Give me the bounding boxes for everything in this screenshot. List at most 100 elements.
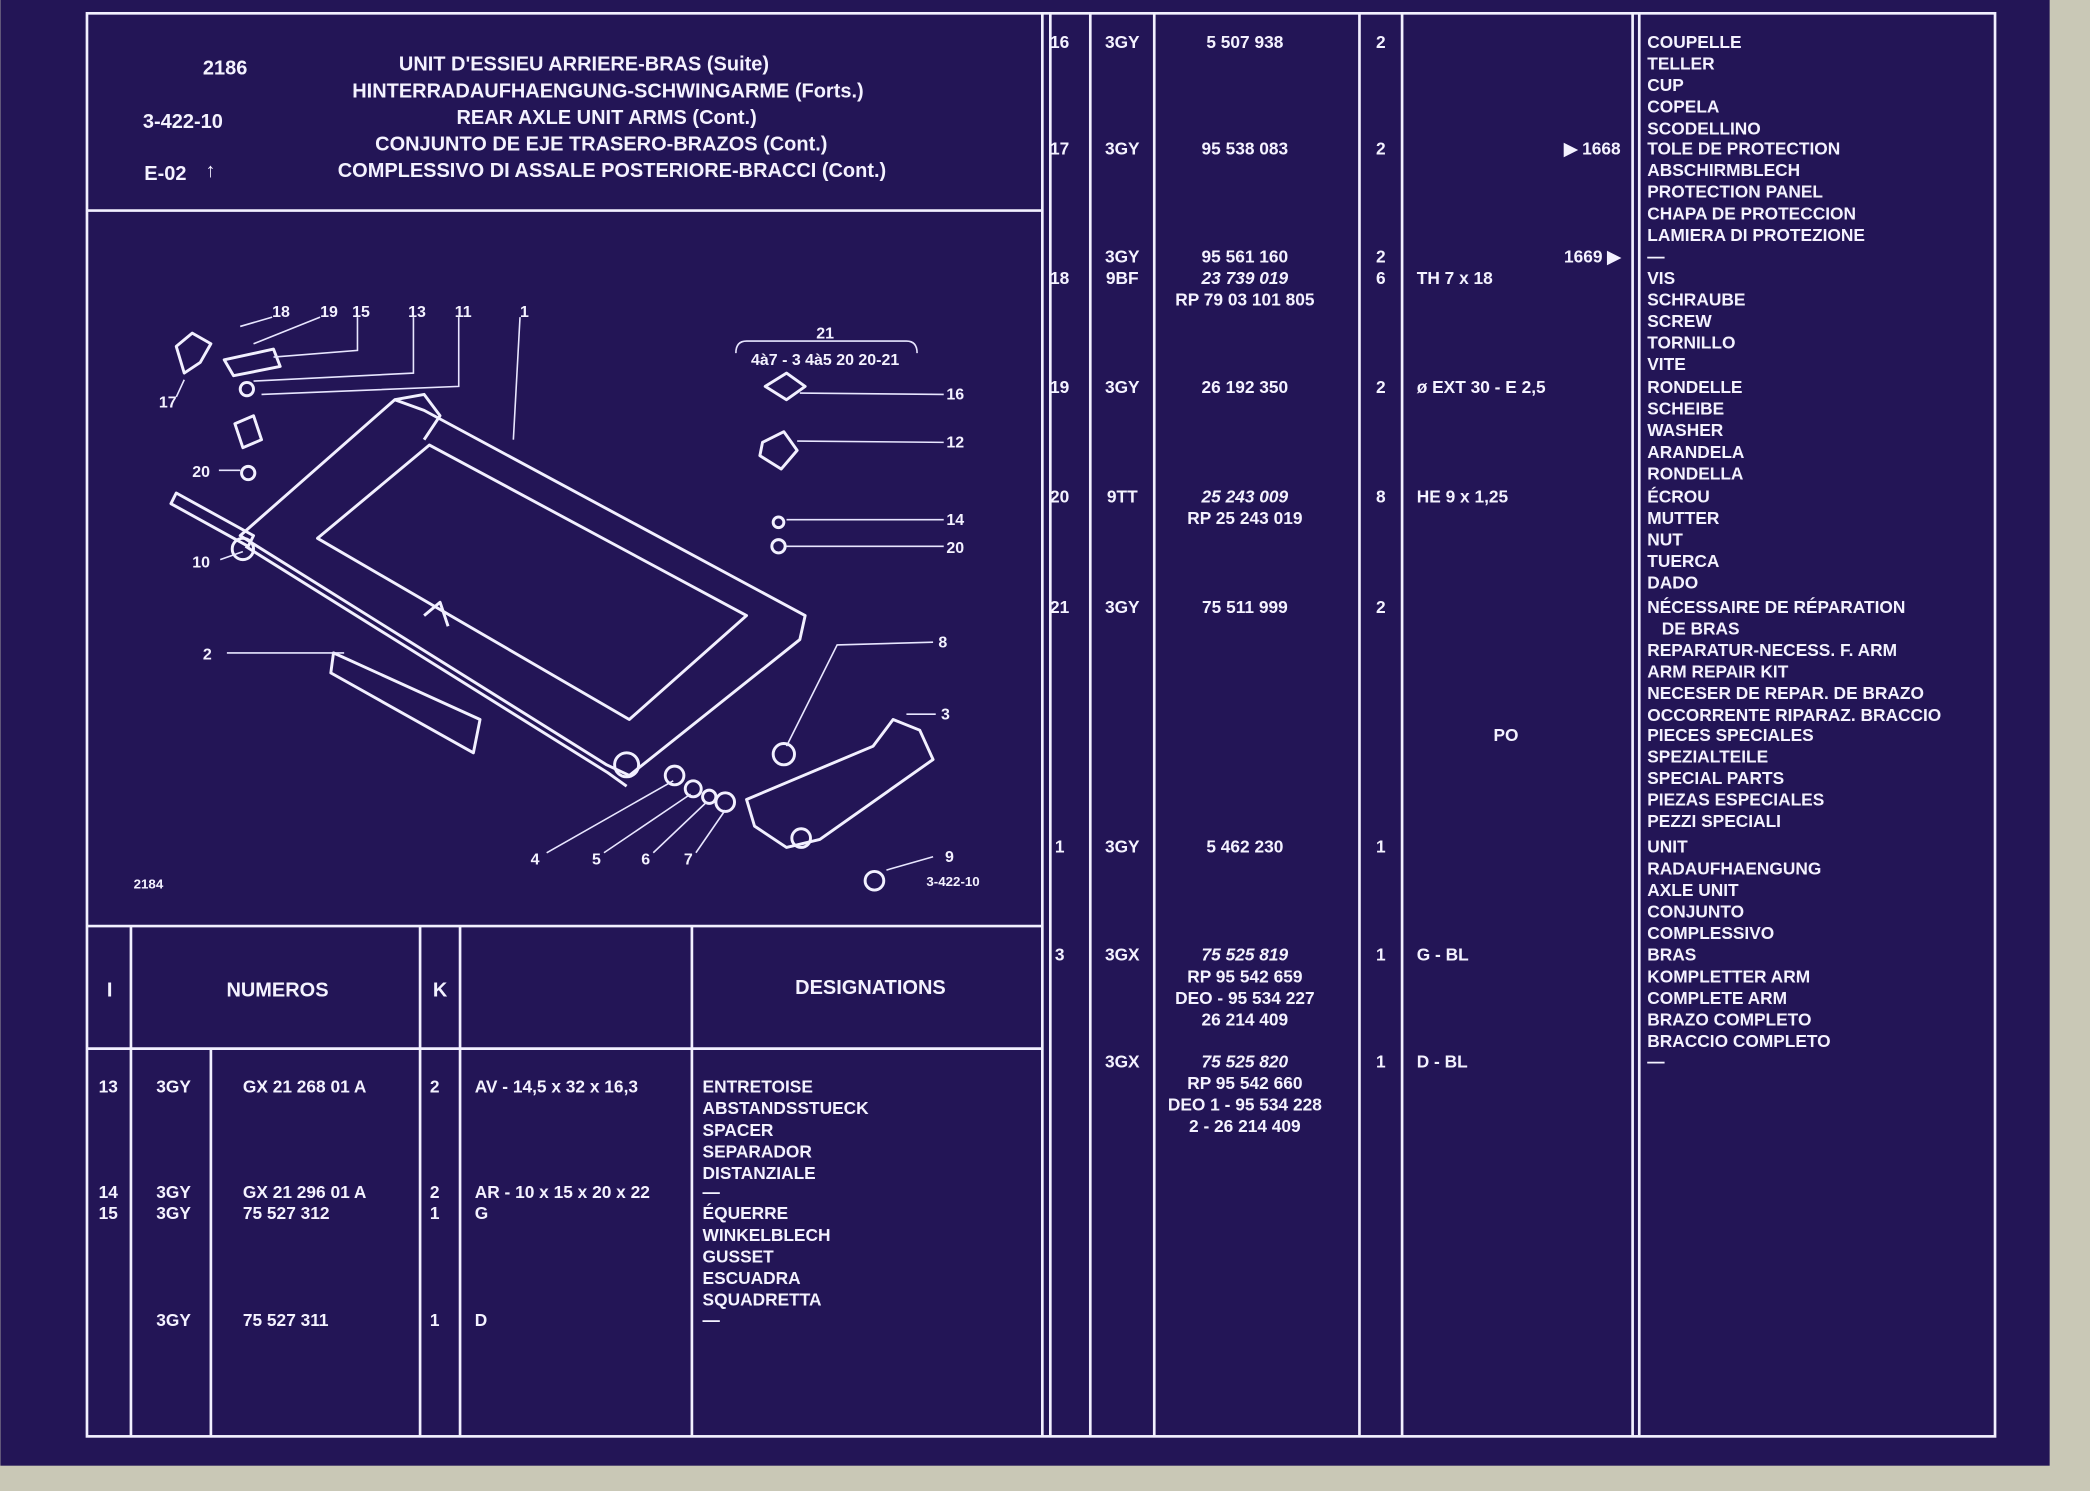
designation-line: OCCORRENTE RIPARAZ. BRACCIO	[1647, 705, 1941, 725]
column-header-numbers: NUMEROS	[226, 980, 328, 1002]
item-ref: 19	[1050, 377, 1069, 397]
item-qty: 1	[430, 1203, 440, 1223]
item-spec: D	[475, 1310, 488, 1330]
callout-4: 4	[531, 852, 540, 869]
designation-line: SPECIAL PARTS	[1647, 768, 1784, 788]
item-spec: AR - 10 x 15 x 20 x 22	[475, 1182, 650, 1202]
designation-line: VIS	[1647, 268, 1675, 288]
part-number: RP 95 542 659	[1187, 966, 1302, 986]
part-number: 26 214 409	[1202, 1009, 1289, 1029]
column-header-designations: DESIGNATIONS	[795, 977, 946, 999]
designation-line: PIEZAS ESPECIALES	[1647, 790, 1824, 810]
item-ref: 20	[1050, 486, 1069, 506]
designation-line: BRACCIO COMPLETO	[1647, 1031, 1830, 1051]
item-qty: 2	[1376, 377, 1386, 397]
designation-line: DADO	[1647, 573, 1698, 593]
item-spec: ø EXT 30 - E 2,5	[1417, 377, 1546, 397]
callout-10: 10	[192, 555, 210, 572]
designation-line: RONDELLE	[1647, 377, 1742, 397]
designation-line: COMPLESSIVO	[1647, 923, 1774, 943]
callout-14: 14	[946, 512, 964, 529]
item-code: 3GY	[156, 1310, 191, 1330]
designation-line: BRAS	[1647, 945, 1696, 965]
item-qty: 2	[1376, 597, 1386, 617]
designation-line: COPELA	[1647, 97, 1720, 117]
item-note: ▶ 1668	[1563, 139, 1621, 159]
designation-line: NÉCESSAIRE DE RÉPARATION	[1647, 597, 1905, 617]
designation-line: REPARATUR-NECESS. F. ARM	[1647, 640, 1897, 660]
callout-16: 16	[946, 387, 964, 404]
arrow-up-icon: ↑	[206, 160, 216, 182]
item-code: 3GY	[156, 1182, 191, 1202]
page-code: 2186	[203, 58, 247, 80]
designation-line: ABSTANDSSTUECK	[703, 1098, 870, 1118]
item-spec: TH 7 x 18	[1417, 268, 1493, 288]
designation-line: VITE	[1647, 354, 1685, 374]
part-number: 5 507 938	[1206, 32, 1283, 52]
item-ref: 1	[1055, 837, 1065, 857]
designation-line: PEZZI SPECIALI	[1647, 811, 1781, 831]
item-qty: 1	[1376, 837, 1386, 857]
item-code: 3GY	[1105, 246, 1140, 266]
part-number: 75 511 999	[1202, 597, 1288, 617]
designation-line: ENTRETOISE	[703, 1077, 813, 1097]
part-number: 95 561 160	[1202, 246, 1289, 266]
item-ref: 15	[99, 1203, 119, 1223]
designation-line: TORNILLO	[1647, 333, 1735, 353]
leader-lines	[175, 316, 944, 871]
designation-line: WINKELBLECH	[703, 1225, 831, 1245]
designation-line: PIECES SPECIALES	[1647, 725, 1813, 745]
callout-7: 7	[684, 852, 693, 869]
callout-1: 1	[520, 304, 529, 321]
reference-code: 3-422-10	[143, 111, 223, 133]
designation-line: SCODELLINO	[1647, 118, 1761, 138]
designation-line: SEPARADOR	[703, 1141, 813, 1161]
designation-line: PROTECTION PANEL	[1647, 182, 1823, 202]
item-qty: 2	[1376, 246, 1386, 266]
designation-line: CONJUNTO	[1647, 902, 1744, 922]
section-code: E-02	[144, 163, 186, 185]
figure-reference: 3-422-10	[926, 874, 979, 889]
designation-line: SCHRAUBE	[1647, 289, 1745, 309]
designation-line: RADAUFHAENGUNG	[1647, 858, 1821, 878]
title-fr: UNIT D'ESSIEU ARRIERE-BRAS (Suite)	[399, 54, 769, 76]
designation-line: LAMIERA DI PROTEZIONE	[1647, 225, 1865, 245]
part-number: 95 538 083	[1202, 139, 1289, 159]
part-number: 75 525 819	[1202, 945, 1289, 965]
item-code: 9TT	[1107, 486, 1138, 506]
callout-17: 17	[159, 395, 177, 412]
designation-line: TUERCA	[1647, 551, 1720, 571]
part-number: RP 25 243 019	[1187, 508, 1302, 528]
item-qty: 6	[1376, 268, 1386, 288]
callout-18: 18	[272, 304, 290, 321]
item-spec: G - BL	[1417, 945, 1469, 965]
item-qty: 2	[1376, 139, 1386, 159]
designation-line: COUPELLE	[1647, 32, 1741, 52]
callout-19: 19	[320, 304, 338, 321]
designation-line: ARANDELA	[1647, 442, 1745, 462]
part-number: 23 739 019	[1201, 268, 1289, 288]
designation-line: DISTANZIALE	[703, 1163, 816, 1183]
item-ref: 17	[1050, 139, 1069, 159]
callout-20-left: 20	[192, 464, 210, 481]
part-number: 2 - 26 214 409	[1189, 1116, 1301, 1136]
callout-13: 13	[408, 304, 426, 321]
item-qty: 2	[430, 1077, 440, 1097]
item-qty: 8	[1376, 486, 1386, 506]
item-code: 3GY	[1105, 837, 1140, 857]
item-ref: 21	[1050, 597, 1070, 617]
part-number: RP 95 542 660	[1187, 1073, 1302, 1093]
item-ref: 13	[99, 1077, 118, 1097]
callout-20-right: 20	[946, 540, 964, 557]
part-number: GX 21 296 01 A	[243, 1182, 367, 1202]
item-spec: G	[475, 1203, 488, 1223]
item-ref: 18	[1050, 268, 1070, 288]
